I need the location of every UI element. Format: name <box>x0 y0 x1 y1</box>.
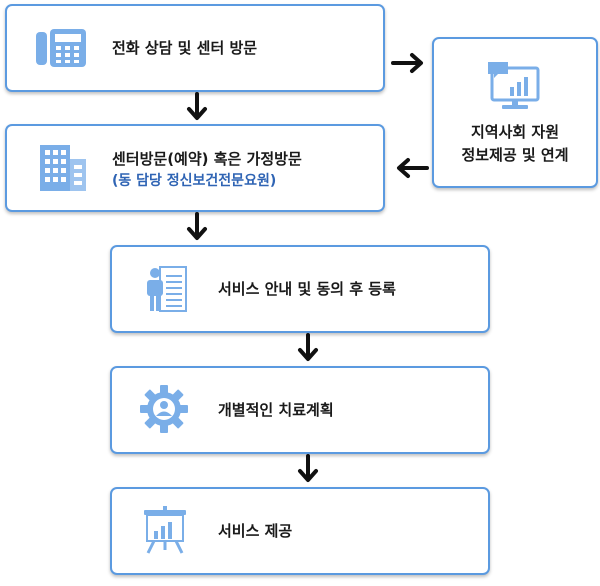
step-visit-sublabel: (동 담당 정신보건전문요원) <box>112 173 277 189</box>
side-resource-linkage <box>432 37 598 188</box>
step-provide-label: 서비스 제공 <box>218 522 293 540</box>
computer-chat-icon <box>488 62 540 109</box>
arrow-side-to-step2 <box>397 158 429 178</box>
side-label-line1: 지역사회 자원 <box>470 123 560 141</box>
side-label-line2: 정보제공 및 연계 <box>461 146 569 164</box>
step-consent-label: 서비스 안내 및 동의 후 등록 <box>218 280 396 298</box>
arrow-step2-to-step3 <box>187 212 207 240</box>
person-document-icon <box>147 266 187 312</box>
gear-person-icon <box>140 385 188 433</box>
arrow-step1-to-side <box>391 53 423 73</box>
arrow-step1-to-step2 <box>187 92 207 120</box>
building-icon <box>40 145 86 191</box>
arrow-step3-to-step4 <box>298 333 318 361</box>
step-phone-consult-label: 전화 상담 및 센터 방문 <box>112 39 258 57</box>
step-plan-label: 개별적인 치료계획 <box>218 401 334 419</box>
arrow-step4-to-step5 <box>298 454 318 482</box>
step-visit-label: 센터방문(예약) 혹은 가정방문 <box>112 150 302 168</box>
presentation-board-icon <box>144 506 186 554</box>
phone-icon <box>36 29 86 67</box>
